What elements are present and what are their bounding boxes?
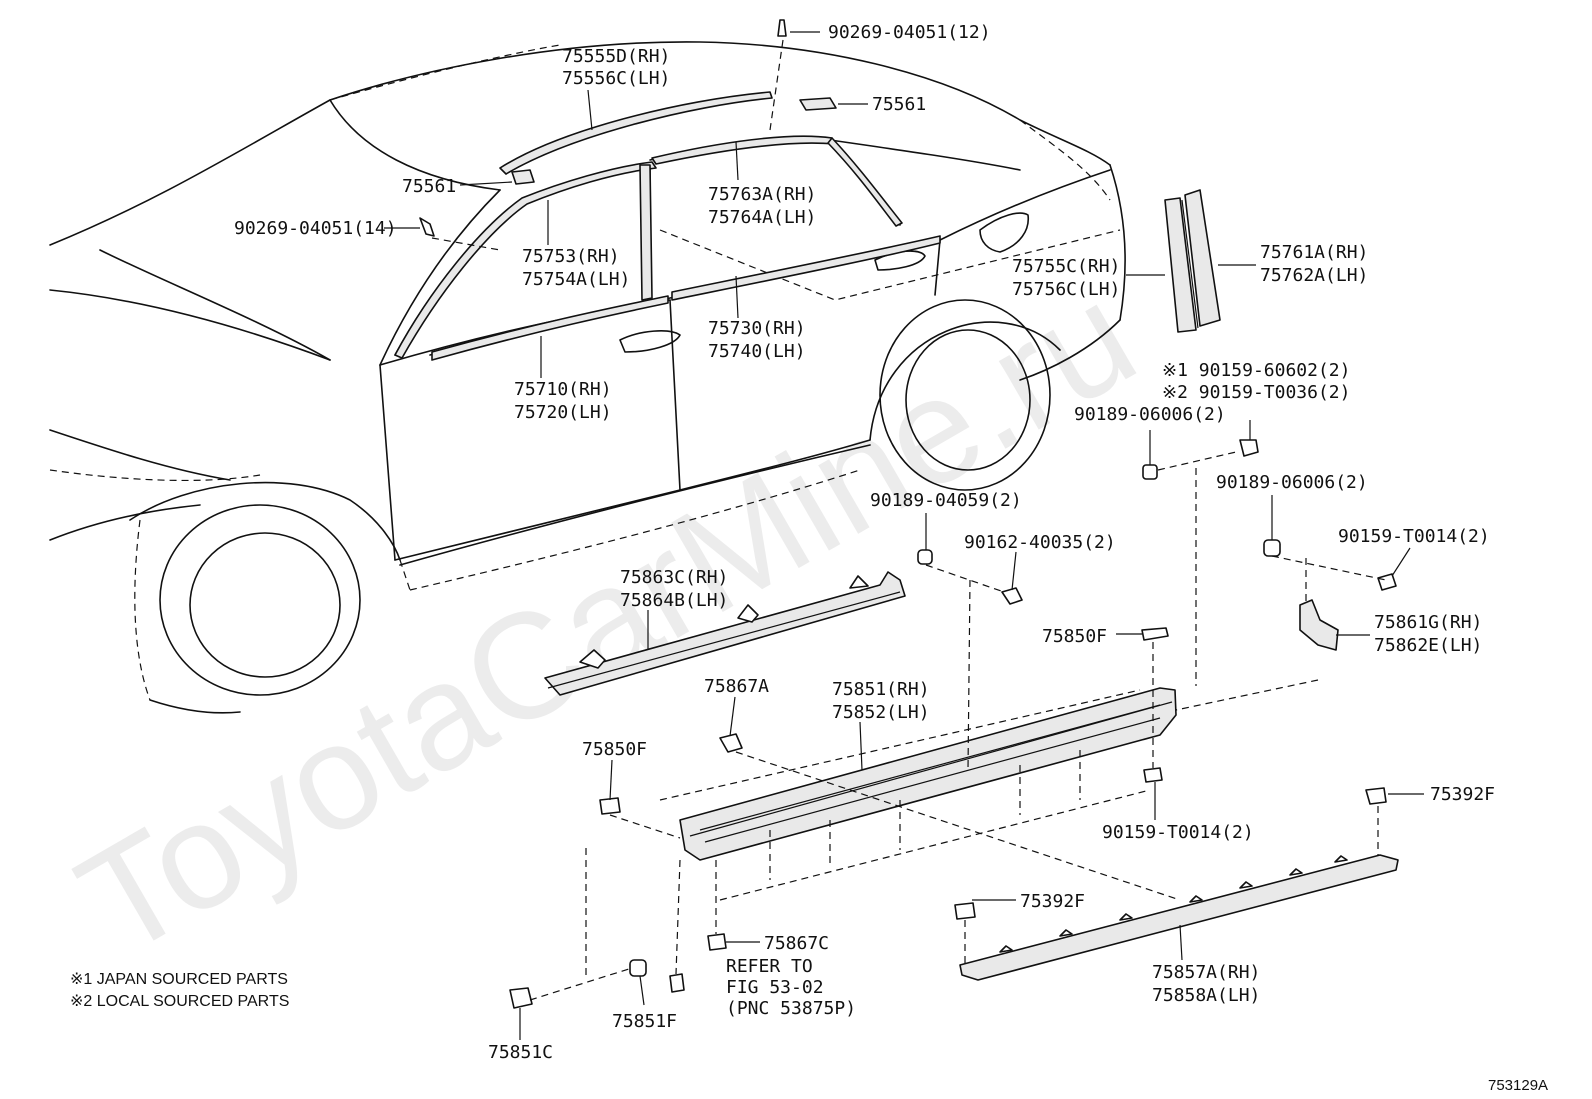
- label-90159-60602: ※1 90159-60602(2): [1162, 360, 1350, 381]
- label-75857a: 75857A(RH): [1152, 962, 1260, 983]
- label-75755c: 75755C(RH): [1012, 256, 1120, 277]
- label-75561-left: 75561: [402, 176, 456, 197]
- label-90269-04051-12: 90269-04051(12): [828, 22, 991, 43]
- label-75730: 75730(RH): [708, 318, 806, 339]
- label-75561-top: 75561: [872, 94, 926, 115]
- label-refer-line-1: REFER TO: [726, 956, 813, 977]
- label-75850f-a: 75850F: [1042, 626, 1107, 647]
- roof-clip-left: [511, 169, 535, 185]
- label-75762a: 75762A(LH): [1260, 265, 1368, 286]
- clip-icons: [419, 19, 1397, 1009]
- label-75863c: 75863C(RH): [620, 567, 728, 588]
- label-75851c: 75851C: [488, 1042, 553, 1063]
- label-75754a: 75754A(LH): [522, 269, 630, 290]
- label-90162-40035: 90162-40035(2): [964, 532, 1116, 553]
- figure-id: 753129A: [1488, 1077, 1548, 1094]
- label-75740: 75740(LH): [708, 341, 806, 362]
- note-local-sourced: ※2 LOCAL SOURCED PARTS: [70, 993, 289, 1010]
- rear-bracket-part: [1299, 599, 1339, 651]
- label-75850f-b: 75850F: [582, 739, 647, 760]
- label-75392f-a: 75392F: [1430, 784, 1495, 805]
- label-75555d: 75555D(RH): [562, 46, 670, 67]
- label-75753: 75753(RH): [522, 246, 620, 267]
- note-japan-sourced: ※1 JAPAN SOURCED PARTS: [70, 971, 288, 988]
- label-90269-04051-14: 90269-04051(14): [234, 218, 397, 239]
- label-75764a: 75764A(LH): [708, 207, 816, 228]
- label-refer-line-2: FIG 53-02: [726, 977, 824, 998]
- label-90189-04059: 90189-04059(2): [870, 490, 1022, 511]
- assembly-lines: [431, 39, 1387, 1001]
- label-75867a: 75867A: [704, 676, 769, 697]
- label-75867c: 75867C: [764, 933, 829, 954]
- roof-clip-top: [799, 97, 837, 111]
- label-75761a: 75761A(RH): [1260, 242, 1368, 263]
- label-75851: 75851(RH): [832, 679, 930, 700]
- label-75861g: 75861G(RH): [1374, 612, 1482, 633]
- watermark: ToyotaCarMine.ru: [52, 250, 1161, 987]
- label-75852: 75852(LH): [832, 702, 930, 723]
- label-75864b: 75864B(LH): [620, 590, 728, 611]
- roof-molding: [499, 91, 773, 175]
- label-75720: 75720(LH): [514, 402, 612, 423]
- label-90159-t0014-b: 90159-T0014(2): [1102, 822, 1254, 843]
- label-90189-06006-b: 90189-06006(2): [1216, 472, 1368, 493]
- car-hidden-lines: [49, 44, 1121, 701]
- label-75858a: 75858A(LH): [1152, 985, 1260, 1006]
- outer-rocker-part: [679, 687, 1177, 861]
- label-refer-line-3: (PNC 53875P): [726, 998, 856, 1019]
- label-75710: 75710(RH): [514, 379, 612, 400]
- label-90159-t0036: ※2 90159-T0036(2): [1162, 382, 1350, 403]
- label-75763a: 75763A(RH): [708, 184, 816, 205]
- belt-moldings: [431, 235, 941, 361]
- label-75862e: 75862E(LH): [1374, 635, 1482, 656]
- label-75756c: 75756C(LH): [1012, 279, 1120, 300]
- label-90159-t0014-a: 90159-T0014(2): [1338, 526, 1490, 547]
- label-75392f-b: 75392F: [1020, 891, 1085, 912]
- rear-garnish-part: [1164, 189, 1221, 333]
- inner-rocker-part: [544, 571, 906, 696]
- label-75851f: 75851F: [612, 1011, 677, 1032]
- part-labels: 90269-04051(12) 75555D(RH) 75556C(LH) 75…: [234, 22, 1495, 1063]
- label-75556c: 75556C(LH): [562, 68, 670, 89]
- window-frame-moldings: [394, 135, 903, 359]
- label-90189-06006-a: 90189-06006(2): [1074, 404, 1226, 425]
- leader-lines: [384, 31, 1424, 1040]
- lower-rocker-strip: [959, 854, 1399, 981]
